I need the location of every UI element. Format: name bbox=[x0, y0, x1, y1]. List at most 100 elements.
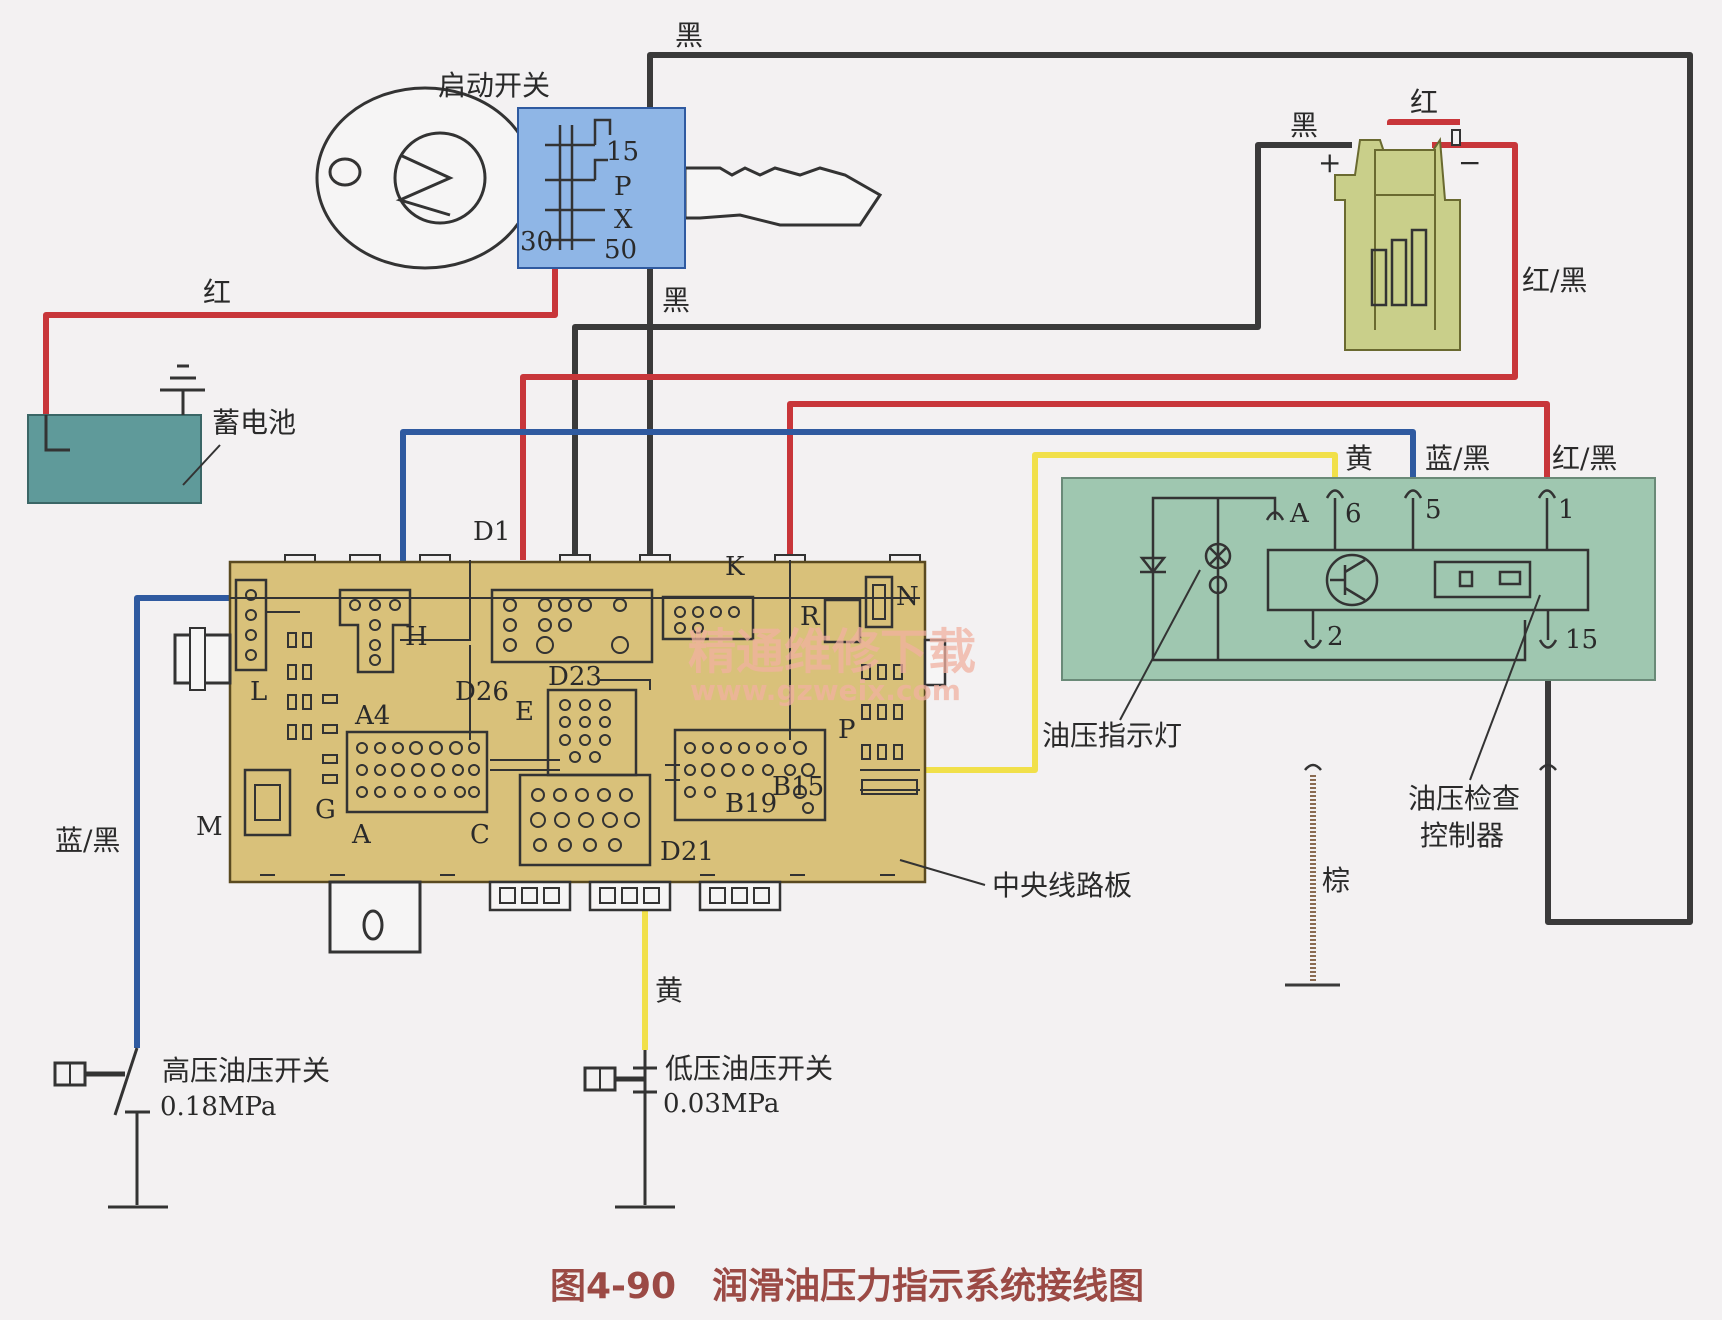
terminal-15: 15 bbox=[606, 137, 639, 167]
ground-icon bbox=[160, 364, 205, 415]
label-coil-black: 黑 bbox=[1290, 109, 1318, 142]
label-battery-red: 红 bbox=[203, 276, 231, 309]
high-pressure-switch: 高压油压开关 0.18MPa bbox=[53, 1047, 330, 1209]
lamp-icon bbox=[1204, 542, 1232, 570]
label-coil-red-black: 红/黑 bbox=[1522, 264, 1587, 297]
ignition-switch-label: 启动开关 bbox=[438, 69, 550, 102]
coil-winding-3 bbox=[1410, 228, 1428, 307]
controller-label-2: 控制器 bbox=[1420, 819, 1504, 852]
controller-label-1: 油压检查 bbox=[1408, 782, 1520, 815]
label-brown: 棕 bbox=[1322, 864, 1350, 897]
board-label-c: C bbox=[470, 820, 490, 850]
controller-leader bbox=[1469, 594, 1541, 781]
ignition-switch-body bbox=[517, 107, 686, 269]
terminal-50: 50 bbox=[604, 235, 637, 265]
board-label-b15: B15 bbox=[772, 772, 824, 802]
wire-coil-red-black bbox=[520, 142, 1518, 560]
low-pressure-switch: 低压油压开关 0.03MPa bbox=[583, 1050, 833, 1209]
low-switch-label: 低压油压开关 bbox=[665, 1052, 833, 1085]
wires bbox=[43, 52, 1693, 1050]
label-coil-red: 红 bbox=[1410, 86, 1438, 119]
diode-icon bbox=[1139, 556, 1167, 575]
coil-winding-1 bbox=[1370, 248, 1388, 307]
lamp-leader bbox=[1119, 569, 1201, 721]
board-label-a: A bbox=[351, 820, 372, 850]
board-label-p: P bbox=[838, 715, 856, 745]
wire-yellow-top bbox=[925, 452, 1338, 773]
wire-red-black-ctrl bbox=[787, 401, 1550, 560]
coil-winding-2 bbox=[1390, 238, 1408, 307]
coil-cap bbox=[1374, 149, 1436, 196]
key-logo-w bbox=[395, 153, 454, 217]
connector-r bbox=[823, 598, 862, 644]
transistor-icon bbox=[1325, 553, 1379, 607]
connector-d21 bbox=[518, 773, 652, 867]
connector-b15 bbox=[673, 728, 827, 822]
wire-coil-black bbox=[572, 142, 1352, 560]
ctrl-terminal-5: 5 bbox=[1425, 495, 1442, 525]
watermark-line2: www.gzweix.com bbox=[690, 674, 961, 707]
board-label-d23: D23 bbox=[548, 662, 602, 692]
key-blade-icon bbox=[683, 166, 883, 227]
controller-pins bbox=[1265, 489, 1558, 771]
connector-a4 bbox=[345, 730, 489, 814]
board-label-e: E bbox=[515, 697, 534, 727]
battery-body bbox=[27, 414, 202, 504]
wire-blue-black-top bbox=[400, 429, 1416, 565]
watermark-line1: 精通维修下载 bbox=[688, 624, 976, 680]
controller-body bbox=[1061, 477, 1656, 681]
board-label-l: L bbox=[250, 677, 267, 707]
wire-blue-black-left bbox=[134, 595, 240, 1048]
label-yellow-bottom: 黄 bbox=[655, 974, 683, 1007]
key-hole-icon bbox=[328, 157, 362, 187]
relay-icon bbox=[1433, 560, 1532, 599]
board-label-m: M bbox=[196, 812, 223, 842]
ignition-coil: + − bbox=[1318, 129, 1481, 351]
battery-leader bbox=[182, 444, 221, 486]
high-switch-value: 0.18MPa bbox=[160, 1092, 276, 1122]
controller-inner bbox=[1266, 548, 1590, 612]
ignition-switch: 15 P X 30 50 启动开关 bbox=[315, 69, 883, 270]
connector-d23 bbox=[490, 588, 654, 664]
label-yellow-top: 黄 bbox=[1345, 442, 1373, 475]
bottom-plug bbox=[328, 880, 422, 954]
oil-pressure-controller: A 6 5 1 2 15 油压指示灯 油压检查 控制器 bbox=[1042, 477, 1656, 852]
board-label-r: R bbox=[800, 602, 821, 632]
board-label-d1: D1 bbox=[473, 517, 510, 547]
central-board-label: 中央线路板 bbox=[992, 869, 1132, 902]
central-board: D1 K H R N L D26 D23 A4 E P M G A C B15 … bbox=[173, 517, 1132, 954]
coil-minus-label: − bbox=[1458, 146, 1481, 179]
ctrl-terminal-15: 15 bbox=[1565, 625, 1598, 655]
coil-plus-label: + bbox=[1318, 146, 1341, 179]
coil-terminal-minus bbox=[1451, 129, 1461, 146]
low-switch-value: 0.03MPa bbox=[663, 1089, 779, 1119]
connector-l bbox=[234, 578, 268, 672]
wire-coil-red bbox=[1387, 119, 1460, 125]
board-label-a4: A4 bbox=[354, 701, 390, 731]
battery-terminal bbox=[44, 415, 70, 452]
connector-k bbox=[661, 595, 755, 641]
connector-m bbox=[243, 768, 292, 837]
label-top-black: 黑 bbox=[675, 19, 703, 52]
ctrl-terminal-1: 1 bbox=[1558, 495, 1575, 525]
terminal-x: X bbox=[614, 205, 633, 235]
board-label-n: N bbox=[896, 582, 919, 612]
board-label-b19: B19 bbox=[725, 789, 777, 819]
switch-contacts-icon bbox=[545, 118, 612, 250]
right-plug bbox=[923, 638, 947, 687]
board-label-k: K bbox=[725, 552, 745, 582]
battery-label: 蓄电池 bbox=[212, 406, 296, 439]
connector-h bbox=[338, 588, 412, 674]
board-leader bbox=[899, 859, 986, 886]
terminal-p: P bbox=[614, 172, 632, 202]
board-label-h: H bbox=[405, 622, 428, 652]
key-head-icon bbox=[315, 86, 535, 270]
ctrl-terminal-2: 2 bbox=[1327, 622, 1344, 652]
central-board-body bbox=[228, 560, 927, 884]
small-pins-p bbox=[861, 664, 903, 760]
battery: 蓄电池 bbox=[27, 364, 296, 504]
wire-battery-red bbox=[43, 268, 558, 415]
board-label-d26: D26 bbox=[455, 677, 509, 707]
label-mid-black: 黑 bbox=[662, 284, 690, 317]
